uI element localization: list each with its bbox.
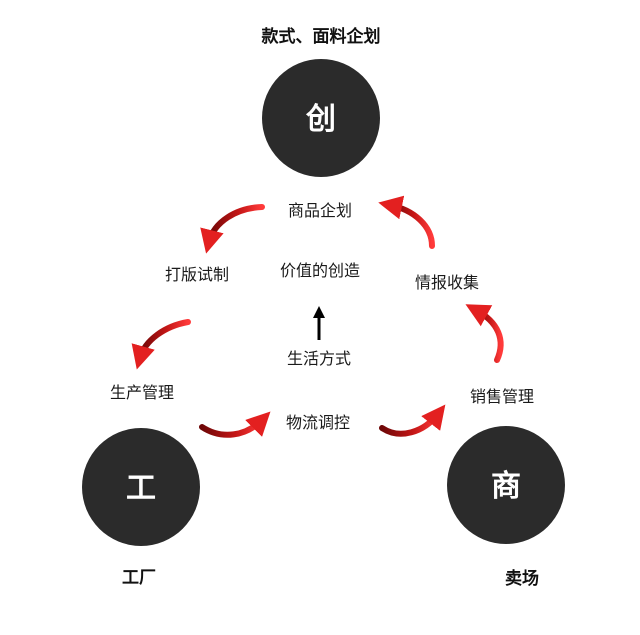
- step-product-planning: 商品企划: [288, 201, 352, 220]
- cycle-arrow-icon-3: [199, 411, 271, 438]
- center-value-creation: 价值的创造: [280, 261, 360, 280]
- cycle-arrow-icon-2: [131, 319, 191, 370]
- top-node-char: 创: [305, 102, 336, 137]
- step-sample-making: 打版试制: [165, 265, 229, 284]
- step-logistics: 物流调控: [286, 413, 350, 432]
- right-node-caption: 卖场: [505, 568, 539, 589]
- cycle-arrow-icon-1: [200, 204, 265, 254]
- cycle-arrow-icon-5: [465, 304, 504, 363]
- right-node-circle: [447, 426, 565, 544]
- left-node-caption: 工厂: [122, 568, 156, 588]
- step-sales-management: 销售管理: [470, 387, 534, 406]
- center-lifestyle: 生活方式: [287, 349, 351, 368]
- right-node-char: 商: [491, 469, 521, 504]
- step-production-management: 生产管理: [110, 383, 174, 402]
- step-info-collection: 情报收集: [415, 273, 479, 292]
- left-node-char: 工: [126, 471, 156, 506]
- top-node-circle: [262, 59, 380, 177]
- top-node-caption: 款式、面料企划: [262, 26, 381, 47]
- cycle-arrow-icon-4: [379, 404, 446, 437]
- left-node-circle: [82, 428, 200, 546]
- cycle-arrow-icon-6: [378, 195, 435, 249]
